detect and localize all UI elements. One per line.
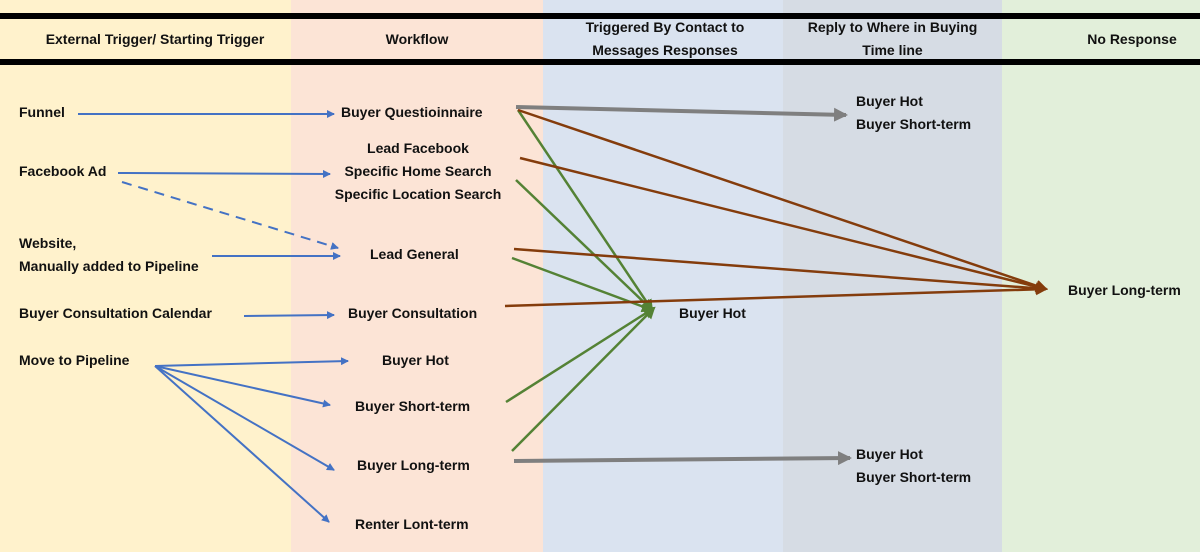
arrow-location-search-to-contact [515, 179, 654, 312]
workflow-buyer-questionnaire: Buyer Questioinnaire [341, 104, 483, 120]
workflow-buyer-short-term: Buyer Short-term [355, 398, 471, 414]
arrow-lead-general-to-no-response [513, 247, 1048, 295]
arrow-pipeline-to-renter-long-term [154, 365, 330, 523]
trigger-funnel: Funnel [19, 104, 65, 120]
workflow-buyer-long-term: Buyer Long-term [357, 457, 470, 473]
arrow-questionnaire-to-no-response [517, 108, 1048, 292]
arrow-long-term-to-reply [513, 451, 852, 466]
column-workflow [291, 0, 543, 552]
arrow-facebook-to-lead-general-dashed [121, 181, 339, 250]
column-external-trigger [0, 0, 291, 552]
reply-bottom-group: Buyer Hot Buyer Short-term [856, 446, 972, 485]
header-bottom-rule [0, 59, 1200, 65]
arrow-questionnaire-to-reply [515, 105, 848, 122]
arrow-facebook-to-lead-facebook [117, 169, 331, 178]
trigger-facebook-ad: Facebook Ad [19, 163, 107, 179]
workflow-buyer-consultation: Buyer Consultation [348, 305, 478, 321]
header-external-trigger: External Trigger/ Starting Trigger [45, 30, 265, 47]
contact-buyer-hot: Buyer Hot [679, 305, 746, 321]
arrow-calendar-to-consultation [243, 311, 335, 320]
arrow-long-term-to-contact [511, 306, 656, 452]
arrow-pipeline-to-buyer-long-term [154, 365, 335, 471]
no-response-buyer-long-term: Buyer Long-term [1068, 282, 1181, 298]
header-workflow: Workflow [385, 30, 449, 47]
workflow-specific-location-search: Specific Location Search [334, 186, 502, 202]
trigger-website: Website, Manually added to Pipeline [19, 235, 199, 274]
workflow-renter-long-term: Renter Lont-term [355, 516, 469, 532]
header-no-response: No Response [1087, 30, 1177, 47]
arrow-questionnaire-to-contact [516, 109, 654, 312]
workflow-specific-home-search: Specific Home Search [344, 163, 492, 179]
workflow-lead-general: Lead General [370, 246, 459, 262]
arrow-home-search-to-no-response [519, 156, 1048, 293]
arrow-pipeline-to-buyer-hot [154, 357, 349, 367]
reply-top-group: Buyer Hot Buyer Short-term [856, 93, 972, 132]
column-no-response [1002, 0, 1200, 552]
arrow-short-term-to-contact [505, 306, 656, 404]
workflow-lead-facebook-group: Lead Facebook Specific Home Search Speci… [316, 137, 520, 206]
arrow-pipeline-to-buyer-short-term [154, 365, 331, 408]
trigger-consultation-calendar: Buyer Consultation Calendar [19, 305, 212, 321]
header-top-rule [0, 13, 1200, 19]
trigger-move-to-pipeline: Move to Pipeline [19, 352, 130, 368]
workflow-lead-facebook: Lead Facebook [367, 140, 469, 156]
arrow-consultation-to-no-response [504, 283, 1048, 308]
workflow-buyer-hot: Buyer Hot [382, 352, 449, 368]
